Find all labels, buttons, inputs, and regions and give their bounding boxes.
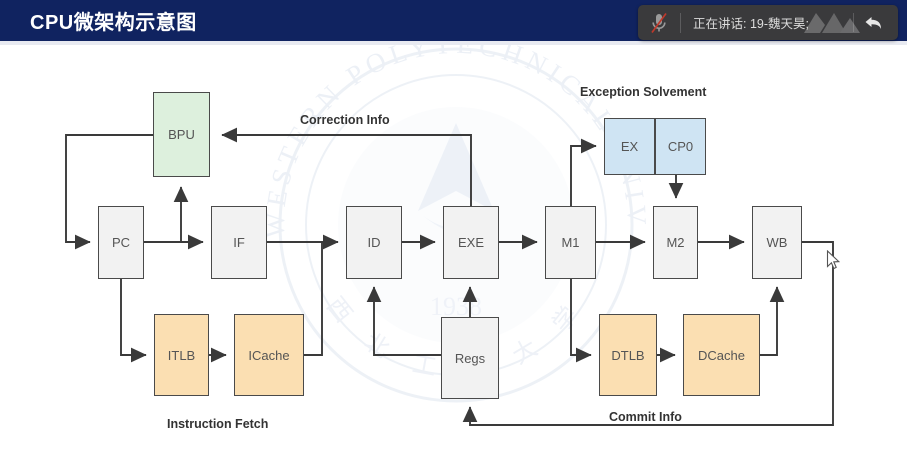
node-label: ICache [248,347,290,363]
node-label: BPU [168,127,195,142]
label-instruction-fetch: Instruction Fetch [167,417,269,431]
mouse-pointer-icon [826,250,841,270]
back-arrow-icon[interactable] [856,5,890,40]
node-label: DCache [698,347,745,363]
label-correction-info: Correction Info [300,113,390,127]
node-ex[interactable]: EX [604,118,655,175]
label-exception-solvement: Exception Solvement [580,85,707,99]
node-label: M2 [666,235,685,250]
diagram-connector-wires [65,127,834,426]
node-m1[interactable]: M1 [545,206,596,279]
node-label: PC [111,235,131,250]
node-m2[interactable]: M2 [653,206,698,279]
label-commit-info: Commit Info [609,410,682,424]
overlay-divider-left [680,12,681,33]
node-bpu[interactable]: BPU [153,92,210,177]
page-title: CPU微架构示意图 [30,12,197,34]
node-if[interactable]: IF [211,206,267,279]
node-label: Regs [454,350,486,366]
node-label: ID [367,235,381,250]
mic-muted-icon[interactable] [638,5,680,40]
node-regs[interactable]: Regs [441,317,499,399]
node-dtlb[interactable]: DTLB [599,314,657,396]
node-dcache[interactable]: DCache [683,314,760,396]
node-label: M1 [561,235,580,250]
node-label: EXE [457,235,484,250]
node-id[interactable]: ID [346,206,402,279]
cpu-microarchitecture-diagram: NORTHWESTERN POLYTECHNICAL UNIVERSITY 西 … [0,45,907,470]
node-pc[interactable]: PC [98,206,144,279]
node-wb[interactable]: WB [752,206,802,279]
speaking-status-label: 正在讲话: 19-魏天昊; [693,17,809,31]
node-label: WB [766,235,788,250]
node-label: IF [233,235,245,250]
node-exe[interactable]: EXE [443,206,499,279]
node-label: EX [620,139,639,154]
overlay-divider-right [853,13,854,32]
meeting-status-overlay[interactable]: 正在讲话: 19-魏天昊; [638,5,898,40]
header-underline [0,41,907,45]
node-cp0[interactable]: CP0 [655,118,706,175]
node-label: ITLB [167,347,196,363]
node-label: DTLB [611,347,645,363]
node-itlb[interactable]: ITLB [154,314,209,396]
node-icache[interactable]: ICache [234,314,304,396]
node-label: CP0 [667,139,694,154]
